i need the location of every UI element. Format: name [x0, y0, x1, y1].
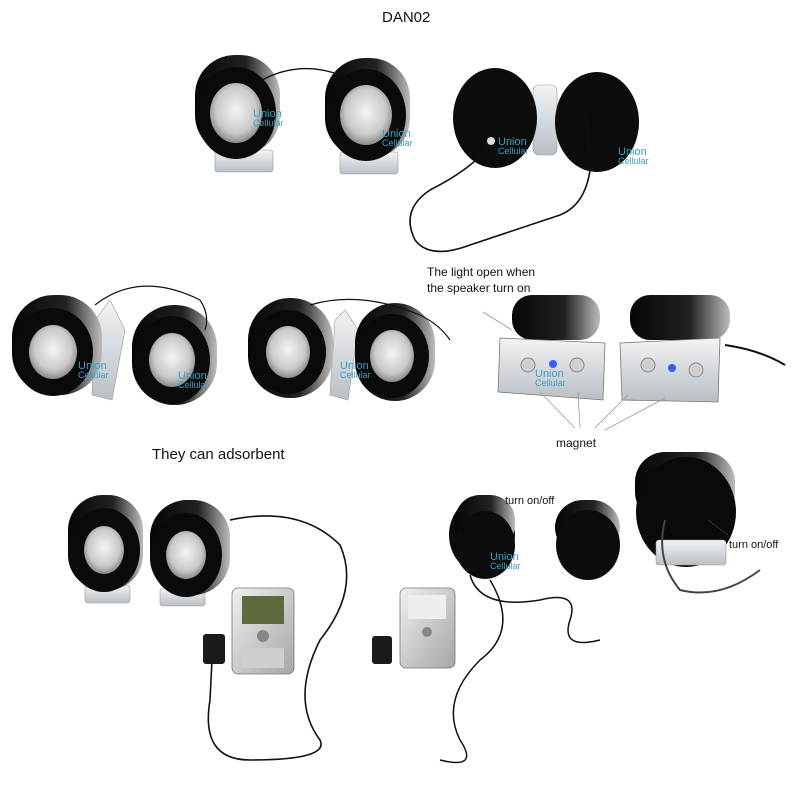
led-caption-line-1: The light open when: [427, 265, 536, 279]
speaker-pair-with-phone-left: [68, 495, 348, 761]
page-title: DAN02: [382, 9, 431, 26]
magnet-caption: magnet: [556, 436, 597, 450]
speaker-pair-with-phone-right: [372, 495, 620, 764]
speaker-pair-angled-left: [12, 285, 217, 405]
speaker-pair-front-top: [195, 55, 410, 175]
adsorbent-caption: They can adsorbent: [152, 446, 285, 463]
speaker-pair-angled-middle: [248, 298, 451, 401]
speaker-pair-led-magnet: [482, 295, 786, 431]
speaker-back-closeup: [635, 452, 761, 594]
led-caption-line-2: the speaker turn on: [427, 281, 531, 295]
switch-caption-2: turn on/off: [729, 539, 779, 551]
switch-caption-1: turn on/off: [505, 495, 555, 507]
speaker-pair-back-top: [409, 68, 639, 253]
